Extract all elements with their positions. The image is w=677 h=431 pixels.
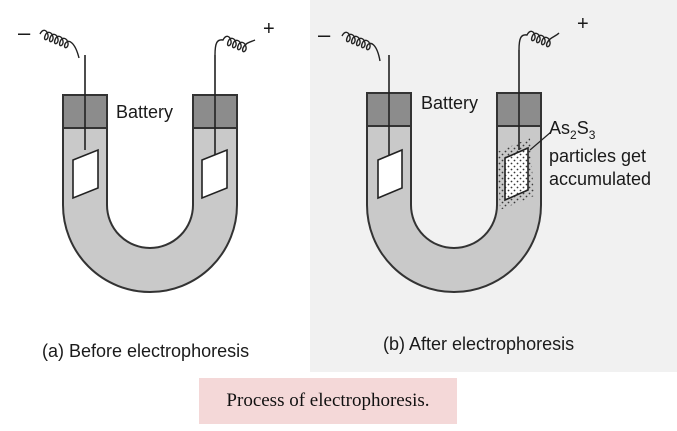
panel-a: – + Battery (a) Before electrophoresis xyxy=(18,18,275,361)
u-tube-a xyxy=(62,94,238,293)
positive-terminal-b: + xyxy=(577,13,589,35)
right-coil-b xyxy=(518,30,560,51)
caption-a: (a) Before electrophoresis xyxy=(42,341,249,361)
u-tube-b xyxy=(366,92,542,293)
right-coil-a xyxy=(214,35,256,56)
negative-terminal-b: – xyxy=(318,22,331,47)
figure-caption-highlight xyxy=(199,378,457,424)
left-electrode-a xyxy=(72,148,99,200)
left-coil-b xyxy=(341,31,381,62)
annotation-line2: accumulated xyxy=(549,169,651,189)
figure-caption: Process of electrophoresis. xyxy=(226,390,430,411)
annotation-formula: As2S3 xyxy=(549,118,596,142)
left-electrode-b xyxy=(377,148,403,200)
positive-terminal-a: + xyxy=(263,18,275,40)
battery-label-a: Battery xyxy=(116,102,173,122)
negative-terminal-a: – xyxy=(18,20,31,45)
right-electrode-a xyxy=(201,148,228,200)
battery-label-b: Battery xyxy=(421,93,478,113)
annotation-line1: particles get xyxy=(549,146,646,166)
annotation-pointer xyxy=(529,131,552,151)
panel-b: – + Battery As2S3 particles get accumula… xyxy=(318,13,651,354)
accumulated-particles xyxy=(505,148,528,200)
caption-b: (b) After electrophoresis xyxy=(383,334,574,354)
left-coil-a xyxy=(39,29,80,59)
